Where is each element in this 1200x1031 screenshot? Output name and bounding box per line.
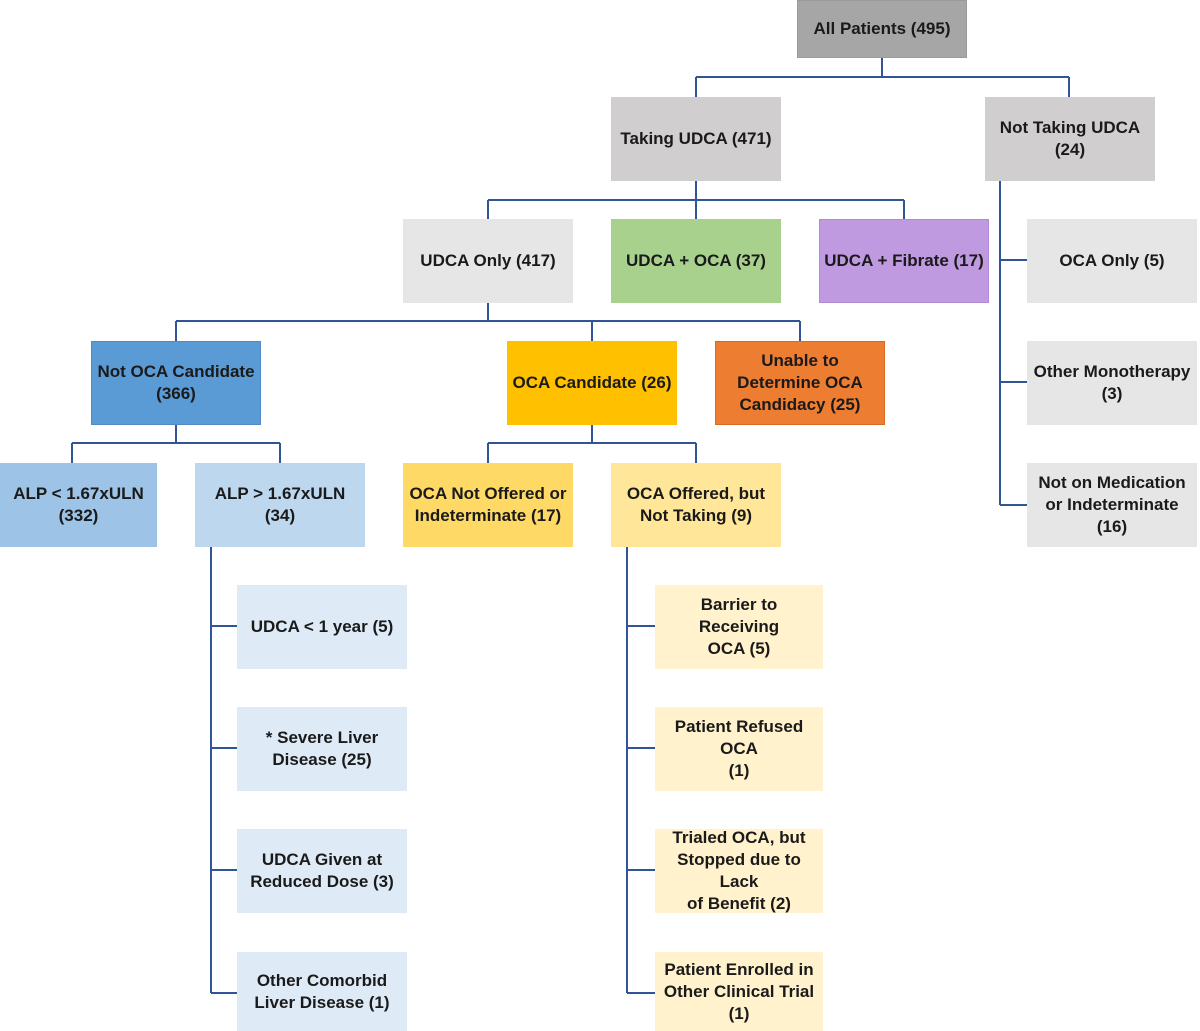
node-clinical-trial-label: Patient Enrolled in Other Clinical Trial… bbox=[663, 959, 815, 1023]
node-unable-to-determine: Unable to Determine OCA Candidacy (25) bbox=[715, 341, 885, 425]
node-not-on-medication: Not on Medication or Indeterminate (16) bbox=[1027, 463, 1197, 547]
node-oca-offered-not-taking: OCA Offered, but Not Taking (9) bbox=[611, 463, 781, 547]
node-other-comorbid: Other Comorbid Liver Disease (1) bbox=[237, 952, 407, 1031]
node-udca-oca: UDCA + OCA (37) bbox=[611, 219, 781, 303]
node-alp-low-label: ALP < 1.67xULN (332) bbox=[13, 484, 144, 525]
node-all-patients-label: All Patients (495) bbox=[813, 19, 951, 38]
node-taking-udca-label: Taking UDCA (471) bbox=[620, 129, 772, 148]
node-not-taking-udca-label: Not Taking UDCA (24) bbox=[999, 118, 1141, 159]
node-oca-only: OCA Only (5) bbox=[1027, 219, 1197, 303]
node-other-monotherapy: Other Monotherapy (3) bbox=[1027, 341, 1197, 425]
node-udca-only: UDCA Only (417) bbox=[403, 219, 573, 303]
node-alp-high-label: ALP > 1.67xULN (34) bbox=[214, 484, 346, 525]
node-udca-lt-1-year: UDCA < 1 year (5) bbox=[237, 585, 407, 669]
node-not-on-medication-label: Not on Medication or Indeterminate (16) bbox=[1038, 473, 1186, 536]
node-oca-candidate: OCA Candidate (26) bbox=[507, 341, 677, 425]
node-oca-only-label: OCA Only (5) bbox=[1059, 251, 1165, 270]
node-trialed-oca-label: Trialed OCA, but Stopped due to Lack of … bbox=[672, 828, 806, 913]
node-patient-refused: Patient Refused OCA (1) bbox=[655, 707, 823, 791]
node-oca-not-offered: OCA Not Offered or Indeterminate (17) bbox=[403, 463, 573, 547]
node-oca-candidate-label: OCA Candidate (26) bbox=[512, 373, 672, 392]
node-udca-oca-label: UDCA + OCA (37) bbox=[626, 251, 766, 270]
node-udca-only-label: UDCA Only (417) bbox=[420, 251, 556, 270]
node-barrier-receiving: Barrier to Receiving OCA (5) bbox=[655, 585, 823, 669]
node-clinical-trial: Patient Enrolled in Other Clinical Trial… bbox=[655, 952, 823, 1031]
node-not-taking-udca: Not Taking UDCA (24) bbox=[985, 97, 1155, 181]
node-alp-high: ALP > 1.67xULN (34) bbox=[195, 463, 365, 547]
node-udca-fibrate: UDCA + Fibrate (17) bbox=[819, 219, 989, 303]
node-udca-fibrate-label: UDCA + Fibrate (17) bbox=[824, 251, 984, 270]
node-severe-liver-disease-label: * Severe Liver Disease (25) bbox=[265, 728, 379, 769]
node-other-monotherapy-label: Other Monotherapy (3) bbox=[1033, 362, 1191, 403]
node-udca-reduced-dose-label: UDCA Given at Reduced Dose (3) bbox=[250, 850, 394, 891]
node-oca-offered-not-taking-label: OCA Offered, but Not Taking (9) bbox=[626, 484, 766, 525]
node-trialed-oca: Trialed OCA, but Stopped due to Lack of … bbox=[655, 828, 823, 913]
node-severe-liver-disease: * Severe Liver Disease (25) bbox=[237, 707, 407, 791]
node-other-comorbid-label: Other Comorbid Liver Disease (1) bbox=[254, 970, 390, 1012]
node-udca-lt-1-year-label: UDCA < 1 year (5) bbox=[250, 617, 394, 636]
node-alp-low: ALP < 1.67xULN (332) bbox=[0, 463, 157, 547]
node-taking-udca: Taking UDCA (471) bbox=[611, 97, 781, 181]
node-not-oca-candidate-label: Not OCA Candidate (366) bbox=[97, 362, 255, 403]
node-oca-not-offered-label: OCA Not Offered or Indeterminate (17) bbox=[409, 484, 567, 525]
node-udca-reduced-dose: UDCA Given at Reduced Dose (3) bbox=[237, 829, 407, 913]
node-not-oca-candidate: Not OCA Candidate (366) bbox=[91, 341, 261, 425]
node-unable-to-determine-label: Unable to Determine OCA Candidacy (25) bbox=[737, 351, 863, 414]
node-all-patients: All Patients (495) bbox=[797, 0, 967, 58]
node-patient-refused-label: Patient Refused OCA (1) bbox=[674, 717, 804, 780]
node-barrier-receiving-label: Barrier to Receiving OCA (5) bbox=[698, 595, 780, 658]
